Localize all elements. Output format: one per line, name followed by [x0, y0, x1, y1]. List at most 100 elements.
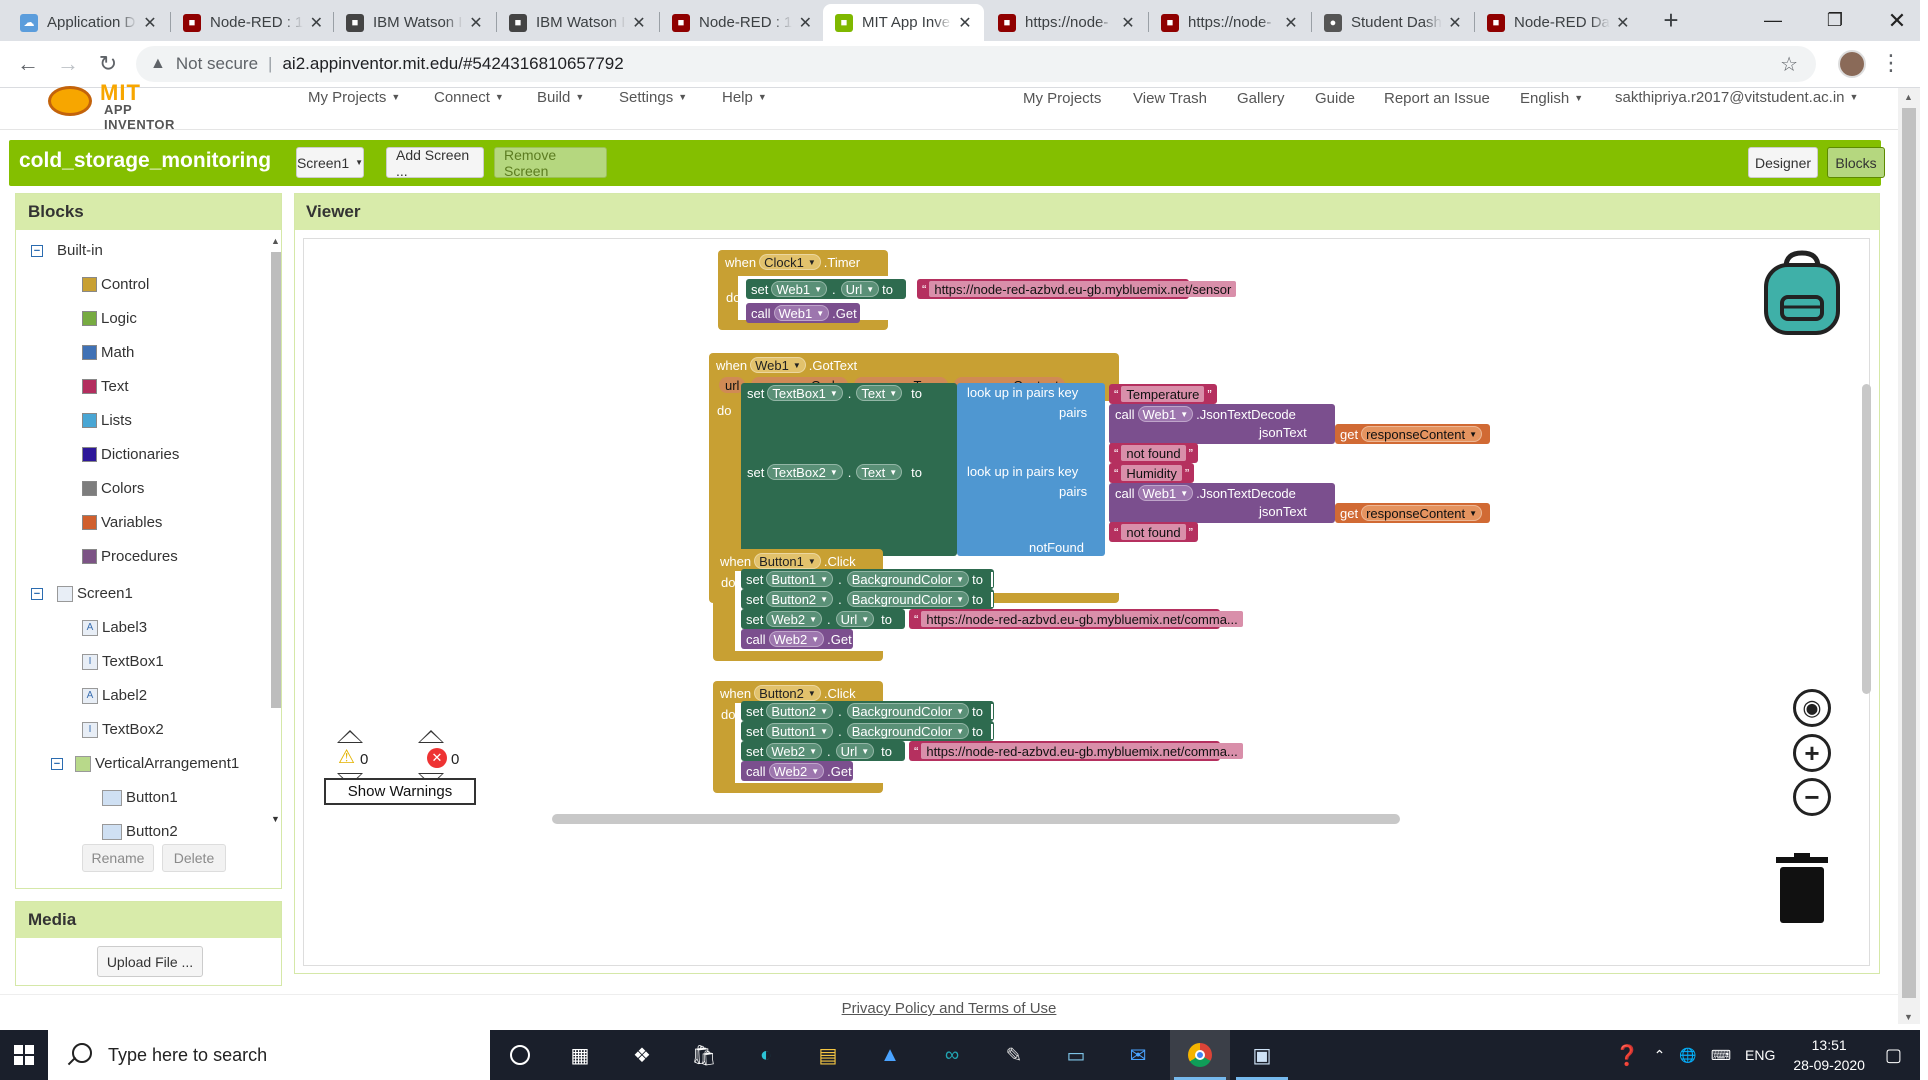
- color-swatch-block[interactable]: [990, 571, 993, 587]
- close-tab-icon[interactable]: ✕: [958, 14, 972, 32]
- taskbar-search-box[interactable]: Type here to search: [48, 1030, 490, 1080]
- close-tab-icon[interactable]: ✕: [1616, 14, 1630, 32]
- app-inventor-logo[interactable]: MIT APP INVENTOR: [40, 80, 200, 132]
- component-dropdown[interactable]: Web2▼: [766, 743, 822, 759]
- component-dropdown[interactable]: Web2▼: [768, 763, 825, 779]
- close-tab-icon[interactable]: ✕: [1121, 14, 1135, 32]
- property-dropdown[interactable]: Text▼: [856, 385, 903, 401]
- show-warnings-button[interactable]: Show Warnings: [324, 778, 476, 805]
- component-button1[interactable]: Button1: [102, 789, 178, 806]
- variable-dropdown[interactable]: responseContent▼: [1361, 426, 1483, 442]
- property-dropdown[interactable]: Url▼: [840, 281, 880, 297]
- close-tab-icon[interactable]: ✕: [798, 14, 813, 32]
- event-param[interactable]: url: [719, 377, 746, 393]
- component-verticalarrangement1[interactable]: −VerticalArrangement1: [51, 755, 239, 772]
- store-icon[interactable]: 🛍: [691, 1044, 717, 1067]
- browser-tab[interactable]: ■IBM Watson I✕: [497, 4, 658, 41]
- clock[interactable]: 13:51 28-09-2020: [1793, 1035, 1865, 1075]
- nav-link-gallery[interactable]: Gallery: [1237, 90, 1285, 107]
- browser-tab[interactable]: ■https://node-✕: [1149, 4, 1310, 41]
- mail-icon[interactable]: ✉: [1129, 1044, 1147, 1067]
- page-scroll-up-icon[interactable]: ▲: [1904, 92, 1913, 102]
- browser-menu-icon[interactable]: ⋮: [1880, 50, 1902, 75]
- notfound-text[interactable]: “not found”: [1109, 522, 1198, 542]
- url-text-block-value[interactable]: https://node-red-azbvd.eu-gb.mybluemix.n…: [921, 743, 1243, 759]
- zoom-in-icon[interactable]: +: [1793, 734, 1831, 772]
- menu-build[interactable]: Build▼: [537, 89, 584, 106]
- user-menu[interactable]: sakthipriya.r2017@vitstudent.ac.in▼: [1615, 89, 1858, 106]
- add-screen-button[interactable]: Add Screen ...: [386, 147, 484, 179]
- rename-button[interactable]: Rename: [82, 844, 154, 872]
- component-dropdown[interactable]: Button2▼: [754, 685, 821, 701]
- component-dropdown[interactable]: Button1▼: [766, 571, 834, 587]
- component-dropdown[interactable]: TextBox1▼: [767, 385, 843, 401]
- property-dropdown[interactable]: BackgroundColor▼: [846, 591, 970, 607]
- new-tab-button[interactable]: +: [1663, 4, 1679, 35]
- notifications-icon[interactable]: ▢: [1884, 1044, 1902, 1065]
- nav-link-report-an-issue[interactable]: Report an Issue: [1384, 90, 1490, 107]
- tree-screen1[interactable]: −Screen1: [31, 585, 133, 602]
- component-dropdown[interactable]: Web2▼: [768, 631, 825, 647]
- privacy-policy-link[interactable]: Privacy Policy and Terms of Use: [841, 1000, 1057, 1017]
- page-scrollbar[interactable]: ▲ ▼: [1898, 88, 1920, 1024]
- screen-select[interactable]: Screen1▼: [296, 147, 364, 178]
- component-dropdown[interactable]: Web1▼: [1137, 485, 1194, 501]
- property-dropdown[interactable]: Url▼: [835, 611, 875, 627]
- url-text-block-value[interactable]: https://node-red-azbvd.eu-gb.mybluemix.n…: [929, 281, 1237, 297]
- url-text-block-value[interactable]: https://node-red-azbvd.eu-gb.mybluemix.n…: [921, 611, 1243, 627]
- component-dropdown[interactable]: Button2▼: [766, 591, 834, 607]
- scroll-down-icon[interactable]: ▼: [271, 814, 280, 824]
- component-dropdown[interactable]: TextBox2▼: [767, 464, 843, 480]
- minimize-button[interactable]: —: [1764, 10, 1782, 30]
- lookup-key-text[interactable]: “Temperature”: [1109, 384, 1217, 404]
- close-tab-icon[interactable]: ✕: [632, 14, 646, 32]
- cortana-icon[interactable]: [490, 1030, 550, 1080]
- recenter-icon[interactable]: ◉: [1793, 689, 1831, 727]
- close-tab-icon[interactable]: ✕: [143, 14, 157, 32]
- close-tab-icon[interactable]: ✕: [1448, 14, 1462, 32]
- file-explorer-icon[interactable]: ▤: [818, 1044, 838, 1067]
- warnings-prev-icon[interactable]: [337, 730, 363, 743]
- collapse-icon[interactable]: −: [31, 244, 43, 257]
- nav-link-english[interactable]: English▼: [1520, 90, 1583, 107]
- chevron-up-icon[interactable]: ⌃: [1653, 1046, 1666, 1063]
- profile-avatar[interactable]: [1838, 50, 1866, 78]
- remove-screen-button[interactable]: Remove Screen: [494, 147, 607, 179]
- reload-button[interactable]: ↻: [98, 51, 118, 76]
- tree-builtin[interactable]: −Built-in: [31, 242, 103, 259]
- property-dropdown[interactable]: BackgroundColor▼: [846, 703, 970, 719]
- component-dropdown[interactable]: Web1▼: [750, 357, 806, 373]
- close-tab-icon[interactable]: ✕: [469, 14, 483, 32]
- browser-tab[interactable]: ●Student Dash✕: [1312, 4, 1473, 41]
- page-scroll-thumb[interactable]: [1902, 108, 1916, 998]
- scroll-thumb[interactable]: [271, 252, 281, 708]
- edge-icon[interactable]: ◐: [759, 1043, 773, 1066]
- component-dropdown[interactable]: Web2▼: [766, 611, 822, 627]
- notfound-text-value[interactable]: not found: [1121, 445, 1186, 461]
- builtin-procedures[interactable]: Procedures: [82, 548, 178, 565]
- app-window-icon[interactable]: ▣: [1232, 1030, 1292, 1080]
- address-bar[interactable]: ▲ Not secure | ai2.appinventor.mit.edu/#…: [136, 46, 1816, 82]
- component-button2[interactable]: Button2: [102, 823, 178, 840]
- browser-tab[interactable]: ■Node-RED Da✕: [1475, 4, 1636, 41]
- trash-can-icon[interactable]: [1774, 853, 1830, 925]
- workspace-vertical-scrollbar[interactable]: [1862, 384, 1871, 694]
- component-dropdown[interactable]: Button1▼: [766, 723, 834, 739]
- component-dropdown[interactable]: Web1▼: [773, 305, 830, 321]
- sticky-app-icon[interactable]: ▭: [1066, 1044, 1086, 1067]
- property-dropdown[interactable]: BackgroundColor▼: [846, 571, 970, 587]
- component-dropdown[interactable]: Button2▼: [766, 703, 834, 719]
- url-text-block[interactable]: “https://node-red-azbvd.eu-gb.mybluemix.…: [909, 741, 1250, 761]
- color-swatch-block[interactable]: [990, 591, 993, 607]
- property-dropdown[interactable]: Text▼: [856, 464, 903, 480]
- component-dropdown[interactable]: Button1▼: [754, 553, 821, 569]
- builtin-text[interactable]: Text: [82, 378, 129, 395]
- builtin-colors[interactable]: Colors: [82, 480, 144, 497]
